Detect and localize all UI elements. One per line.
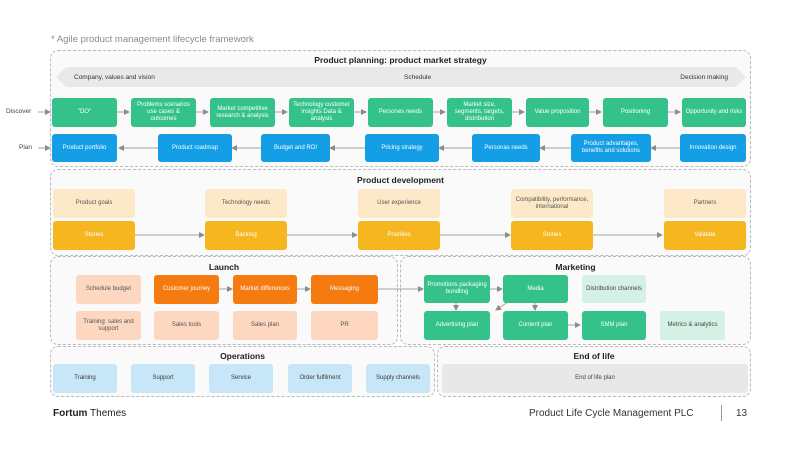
brand-rest: Themes [87, 408, 127, 419]
discover-box-4: Technology customer insights Data & anal… [289, 98, 354, 127]
page-number: 13 [736, 408, 748, 419]
dev-bottom-priorities: Priorities [358, 221, 440, 250]
ops-service: Service [209, 364, 273, 393]
band-right-label: Decision making [680, 73, 728, 81]
plan-box-budget: Budget and ROI [261, 134, 330, 162]
row-label-discover: Discover [6, 108, 32, 115]
discover-box-7: Value proposition [526, 98, 589, 127]
ops-training: Training [53, 364, 117, 393]
ops-order-fulfilment: Order fulfilment [288, 364, 352, 393]
launch-sales-plan: Sales plan [233, 311, 297, 340]
launch-messaging: Messaging [311, 275, 378, 304]
endoflife-title: End of life [573, 351, 615, 361]
discover-box-2: Problems scenarios use cases & outcomes [131, 98, 196, 127]
eol-plan: End of life plan [442, 364, 748, 393]
brand-bold: Fortum [53, 408, 88, 419]
marketing-promotions: Promotions packaging bundling [424, 275, 490, 303]
discover-box-3: Market competitive research & analysis [210, 98, 275, 127]
brand-logo: Fortum Themes [53, 408, 126, 419]
plan-box-roadmap: Product roadmap [158, 134, 232, 162]
dev-top-3: User experience [358, 189, 440, 218]
marketing-smm: SMM plan [582, 311, 646, 340]
plan-box-portfolio: Product portfolio [52, 134, 117, 162]
band-left-label: Company, values and vision [74, 73, 155, 81]
footer-title: Product Life Cycle Management PLC [529, 408, 694, 419]
ops-supply-channels: Supply channels [366, 364, 430, 393]
discover-box-1: "DO" [52, 98, 117, 127]
launch-pr: PR [311, 311, 378, 340]
plan-box-personas: Personas needs [472, 134, 540, 162]
launch-schedule-budget: Schedule budget [76, 275, 141, 304]
planning-title: Product planning: product market strateg… [314, 55, 487, 65]
marketing-distribution: Distribution channels [582, 275, 646, 303]
operations-title: Operations [220, 351, 265, 361]
footer-divider [721, 405, 722, 421]
marketing-content: Content plan [503, 311, 568, 340]
marketing-title: Marketing [555, 262, 596, 272]
launch-market-differences: Market differences [233, 275, 297, 304]
development-title: Product development [357, 175, 444, 185]
launch-title: Launch [208, 262, 240, 272]
discover-box-6: Market size, segments, targets, distribu… [447, 98, 512, 127]
band-center-label: Schedule [404, 73, 432, 81]
dev-top-5: Partners [664, 189, 746, 218]
framework-note: * Agile product management lifecycle fra… [51, 34, 254, 45]
marketing-metrics: Metrics & analytics [660, 311, 725, 340]
row-label-plan: Plan [19, 144, 33, 151]
ops-support: Support [131, 364, 195, 393]
launch-sales-tools: Sales tools [154, 311, 219, 340]
discover-box-9: Opportunity and risks [682, 98, 746, 127]
dev-bottom-stories-2: Stories [511, 221, 593, 250]
dev-top-2: Technology needs [205, 189, 287, 218]
plan-box-advantages: Product advantages, benefits and solutio… [571, 134, 651, 162]
marketing-media: Media [503, 275, 568, 303]
dev-bottom-validate: Validate [664, 221, 746, 250]
launch-training: Training: sales and support [76, 311, 141, 340]
plan-box-pricing: Pricing strategy [365, 134, 439, 162]
marketing-advertising: Advertising plan [424, 311, 490, 340]
dev-top-1: Product goals [53, 189, 135, 218]
discover-box-5: Persones needs [368, 98, 433, 127]
plan-box-innovation: Innovation design [680, 134, 746, 162]
dev-top-4: Compatibility, performance, internationa… [511, 189, 593, 218]
schedule-band: Company, values and vision Schedule Deci… [56, 67, 746, 87]
dev-bottom-stories: Stories [53, 221, 135, 250]
launch-customer-journey: Customer journey [154, 275, 219, 304]
dev-bottom-backlog: Backlog [205, 221, 287, 250]
discover-box-8: Positioning [603, 98, 668, 127]
